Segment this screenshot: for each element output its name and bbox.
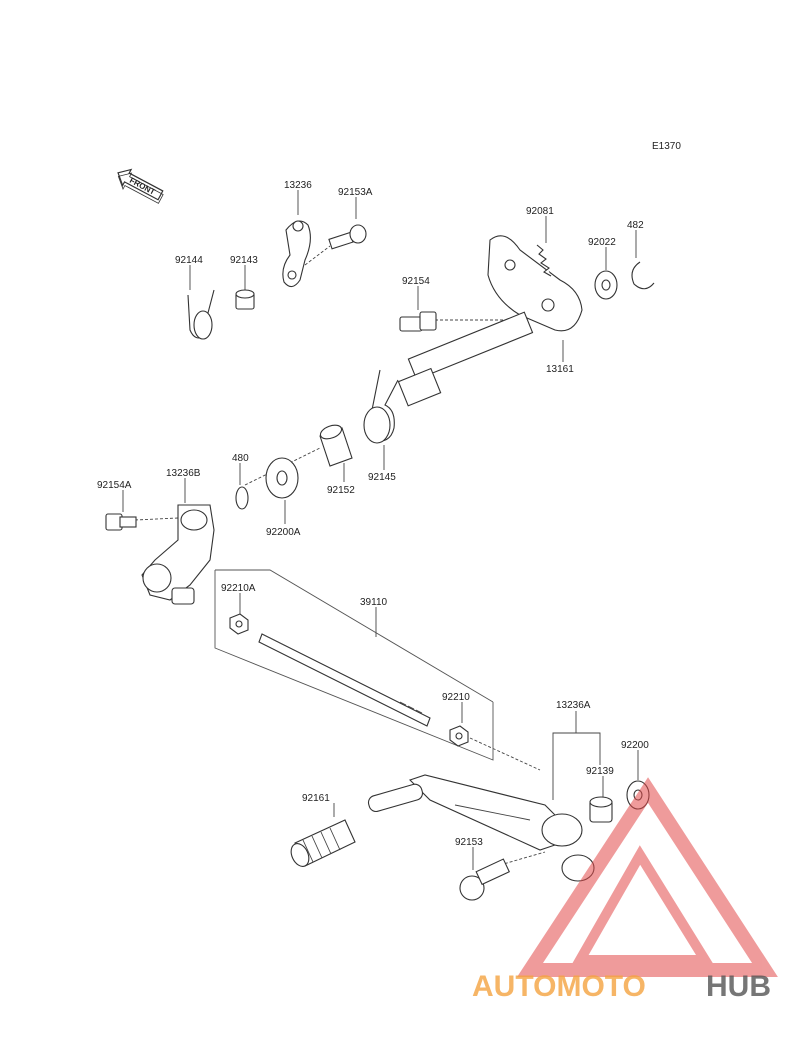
label-92200: 92200 xyxy=(621,740,649,751)
bolt-92154 xyxy=(399,311,437,332)
part-labels: 13236 92153A 92144 92143 92081 92022 482… xyxy=(97,180,649,848)
label-92022: 92022 xyxy=(588,237,616,248)
label-92154A: 92154A xyxy=(97,480,132,491)
label-13236B: 13236B xyxy=(166,468,201,479)
label-92143: 92143 xyxy=(230,255,258,266)
lever-13236B xyxy=(141,504,215,605)
label-92144: 92144 xyxy=(175,255,203,266)
shift-shaft-13161 xyxy=(397,235,583,407)
label-39110: 39110 xyxy=(360,597,388,608)
label-92154: 92154 xyxy=(402,276,430,287)
label-13236A: 13236A xyxy=(556,700,591,711)
circlip-480 xyxy=(235,486,249,510)
label-92210A: 92210A xyxy=(221,583,256,594)
label-92161: 92161 xyxy=(302,793,330,804)
spring-92081 xyxy=(536,244,552,277)
bolt-92154A xyxy=(105,513,137,531)
lever-13236 xyxy=(282,220,311,288)
collar-92152 xyxy=(319,424,353,467)
label-92152: 92152 xyxy=(327,485,355,496)
rod-assembly-box xyxy=(214,569,494,761)
label-92153: 92153 xyxy=(455,837,483,848)
rod-39110 xyxy=(258,633,431,727)
label-92139: 92139 xyxy=(586,766,614,777)
watermark-part2: HUB xyxy=(706,970,771,1003)
label-13236: 13236 xyxy=(284,180,312,191)
washer-92200A xyxy=(265,457,299,499)
label-92081: 92081 xyxy=(526,206,554,217)
label-92210: 92210 xyxy=(442,692,470,703)
watermark-text: AUTOMOTO HUB xyxy=(472,970,771,1003)
label-482: 482 xyxy=(627,220,644,231)
washer-92022 xyxy=(594,270,618,300)
collar-92139 xyxy=(589,796,613,823)
nut-92210 xyxy=(449,725,469,747)
nut-92210A xyxy=(229,613,249,635)
bolt-92153A xyxy=(304,224,367,266)
label-92153A: 92153A xyxy=(338,187,373,198)
label-92200A: 92200A xyxy=(266,527,301,538)
label-13161: 13161 xyxy=(546,364,574,375)
rubber-92161 xyxy=(290,819,356,867)
bolt-92153 xyxy=(459,858,511,901)
circlip-482 xyxy=(631,261,655,290)
spring-92145 xyxy=(363,369,399,444)
spring-92144 xyxy=(187,289,215,340)
collar-92143 xyxy=(235,289,255,310)
watermark-part1: AUTOMOTO xyxy=(472,970,646,1003)
front-arrow-icon: FRONT xyxy=(117,168,164,204)
diagram-code: E1370 xyxy=(652,141,681,152)
bracket-13236A xyxy=(552,711,601,800)
watermark-logo xyxy=(517,777,778,977)
shift-pedal xyxy=(367,774,595,882)
label-480: 480 xyxy=(232,453,249,464)
label-92145: 92145 xyxy=(368,472,396,483)
